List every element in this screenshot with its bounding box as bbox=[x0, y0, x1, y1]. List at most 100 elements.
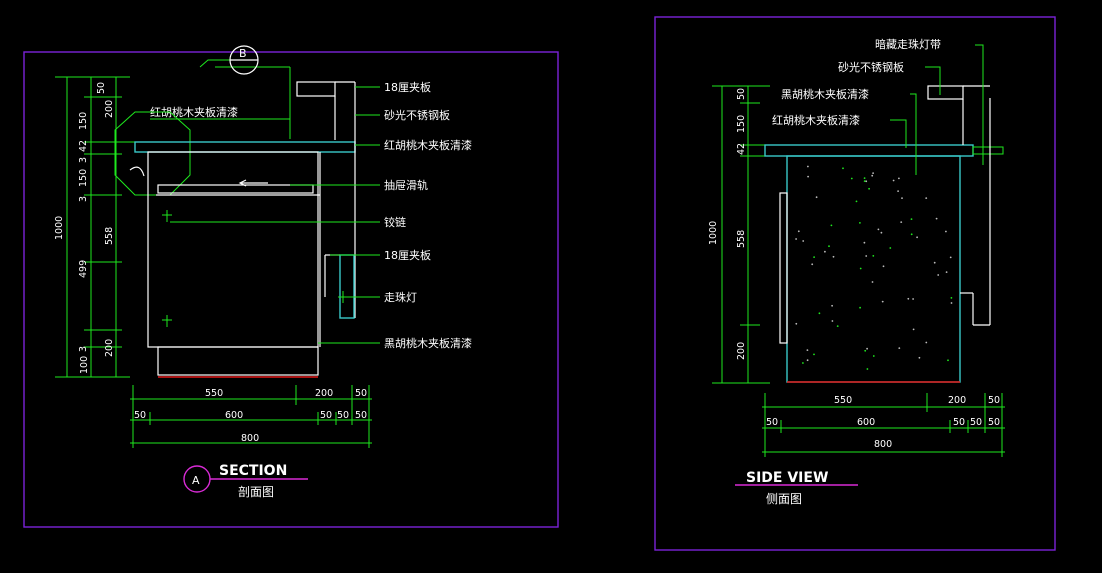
texture-dot bbox=[830, 224, 833, 227]
texture-dot bbox=[925, 341, 928, 344]
section-vdim-100: 100 bbox=[79, 356, 90, 374]
texture-dot bbox=[802, 362, 804, 364]
section-vdim-558: 558 bbox=[104, 227, 115, 245]
side-leader-2: 砂光不锈钢板 bbox=[838, 60, 904, 74]
side-hdim-50c: 50 bbox=[970, 417, 982, 428]
section-hdim-800: 800 bbox=[241, 433, 259, 444]
texture-dot bbox=[831, 320, 834, 322]
section-vdim-499: 499 bbox=[78, 260, 89, 278]
texture-dot bbox=[864, 349, 867, 352]
texture-dot bbox=[807, 175, 809, 178]
section-vdim-200a: 200 bbox=[104, 100, 115, 118]
section-leader-4: 抽屉滑轨 bbox=[384, 178, 428, 192]
texture-dot bbox=[907, 297, 910, 300]
texture-dot bbox=[945, 271, 948, 273]
texture-dot bbox=[859, 222, 861, 224]
side-vdim-50: 50 bbox=[736, 88, 747, 100]
texture-dot bbox=[872, 255, 875, 257]
section-leader-3: 红胡桃木夹板清漆 bbox=[384, 138, 472, 152]
texture-dot bbox=[935, 217, 938, 220]
side-hdim-50d: 50 bbox=[988, 417, 1000, 428]
side-view-subtitle: 侧面图 bbox=[766, 492, 802, 506]
texture-dot bbox=[910, 233, 913, 236]
side-vdim-1000: 1000 bbox=[708, 221, 719, 245]
section-vdim-150a: 150 bbox=[78, 112, 89, 130]
texture-dot bbox=[950, 302, 953, 304]
section-hdim-50r: 50 bbox=[355, 388, 367, 399]
texture-dot bbox=[797, 230, 800, 233]
texture-dot bbox=[863, 177, 866, 180]
texture-dot bbox=[892, 179, 895, 182]
side-vdim-150: 150 bbox=[736, 115, 747, 133]
section-leader-2: 砂光不锈钢板 bbox=[384, 108, 450, 122]
texture-dot bbox=[872, 355, 875, 357]
section-hdim-50d: 50 bbox=[355, 410, 367, 421]
section-vdim-3c: 3 bbox=[78, 346, 89, 352]
texture-dot bbox=[945, 230, 947, 233]
side-hdim-50b: 50 bbox=[953, 417, 965, 428]
side-view-frame bbox=[654, 16, 1056, 551]
section-marker-label: A bbox=[192, 474, 200, 487]
texture-dot bbox=[813, 353, 815, 356]
side-leader-1: 暗藏走珠灯带 bbox=[875, 37, 941, 51]
texture-dot bbox=[933, 261, 936, 264]
texture-dot bbox=[818, 312, 821, 315]
texture-dot bbox=[918, 356, 921, 359]
texture-dot bbox=[901, 197, 903, 200]
texture-dot bbox=[865, 255, 868, 257]
side-view-title: SIDE VIEW bbox=[746, 470, 828, 486]
texture-dot bbox=[836, 325, 839, 327]
side-hdim-50r: 50 bbox=[988, 395, 1000, 406]
texture-dot bbox=[898, 347, 901, 349]
texture-dot bbox=[898, 177, 900, 180]
texture-dot bbox=[850, 177, 853, 180]
section-vdim-1000: 1000 bbox=[54, 216, 65, 240]
section-leader-6: 18厘夹板 bbox=[384, 248, 431, 262]
texture-dot bbox=[815, 196, 818, 199]
texture-dot bbox=[880, 231, 883, 234]
texture-dot bbox=[872, 172, 874, 175]
side-hdim-550: 550 bbox=[834, 395, 852, 406]
texture-dot bbox=[889, 247, 892, 249]
texture-dot bbox=[881, 300, 884, 303]
section-hdim-550: 550 bbox=[205, 388, 223, 399]
texture-dot bbox=[863, 180, 866, 183]
texture-dot bbox=[866, 347, 868, 350]
texture-dot bbox=[824, 250, 826, 253]
texture-dot bbox=[912, 328, 915, 331]
texture-dot bbox=[842, 167, 844, 170]
section-drawing: 1000 100 50 200 150 42 3 150 3 558 499 3… bbox=[54, 45, 472, 499]
texture-dot bbox=[828, 245, 830, 248]
section-leader-1: 18厘夹板 bbox=[384, 80, 431, 94]
side-hdim-600: 600 bbox=[857, 417, 875, 428]
texture-dot bbox=[950, 297, 953, 299]
texture-dot bbox=[855, 200, 858, 203]
side-view-drawing: 1000 50 150 42 558 200 暗藏走珠灯带 砂光不锈钢板 黑胡桃… bbox=[708, 37, 1005, 506]
section-vdim-3a: 3 bbox=[78, 157, 89, 163]
section-leader-7: 走珠灯 bbox=[384, 290, 417, 304]
texture-dot bbox=[882, 265, 885, 268]
texture-dot bbox=[813, 256, 815, 258]
texture-dot bbox=[947, 359, 949, 362]
section-frame bbox=[23, 51, 559, 528]
section-vdim-42: 42 bbox=[78, 140, 89, 152]
section-leader-8: 黑胡桃木夹板清漆 bbox=[384, 336, 472, 350]
texture-dot bbox=[949, 256, 952, 259]
texture-dot bbox=[910, 218, 913, 221]
section-countertop bbox=[134, 141, 356, 153]
texture-dot bbox=[802, 240, 805, 242]
texture-dot bbox=[795, 238, 797, 240]
section-hdim-50b: 50 bbox=[320, 410, 332, 421]
texture-dot bbox=[831, 304, 833, 307]
side-countertop bbox=[764, 144, 974, 157]
texture-dot bbox=[900, 221, 903, 224]
texture-dot bbox=[871, 174, 874, 177]
texture-dot bbox=[811, 263, 814, 266]
texture-dot bbox=[912, 298, 914, 300]
callout-b-label: B bbox=[239, 47, 247, 60]
side-vdim-42: 42 bbox=[736, 143, 747, 155]
side-leader-3: 黑胡桃木夹板清漆 bbox=[781, 87, 869, 101]
section-vdim-200b: 200 bbox=[104, 339, 115, 357]
texture-dot bbox=[832, 255, 835, 258]
